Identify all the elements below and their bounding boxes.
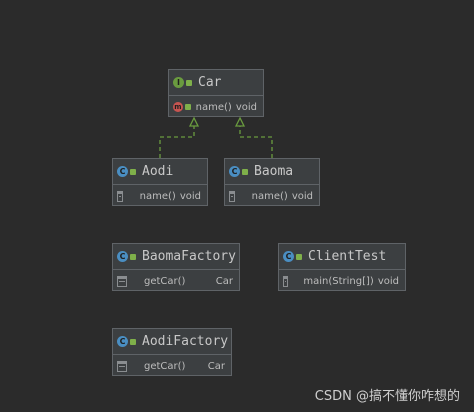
- method-signature: name(): [195, 101, 232, 113]
- method-icon: [117, 275, 127, 287]
- class-aodi-header: C Aodi: [113, 159, 207, 185]
- class-aodi[interactable]: C Aodi name() void: [112, 158, 208, 206]
- class-client-test[interactable]: C ClientTest main(String[]) void: [278, 243, 406, 291]
- class-baoma-factory-header: C BaomaFactory: [113, 244, 239, 270]
- method-row[interactable]: name() void: [225, 185, 319, 207]
- class-aodi-factory[interactable]: C AodiFactory getCar() Car: [112, 328, 232, 376]
- class-icon: C: [283, 251, 294, 262]
- class-aodi-factory-header: C AodiFactory: [113, 329, 231, 355]
- class-icon: C: [117, 166, 128, 177]
- public-visibility-icon: [130, 168, 136, 175]
- arrow-aodi-to-car: [159, 116, 200, 158]
- public-visibility-icon: [130, 253, 136, 260]
- method-return-type: void: [179, 190, 201, 202]
- class-icon: C: [117, 336, 128, 347]
- class-name: Car: [198, 75, 222, 90]
- class-name: AodiFactory: [142, 334, 229, 349]
- method-icon: [229, 190, 235, 202]
- interface-icon: I: [173, 77, 184, 88]
- class-car-header: I Car: [169, 70, 263, 96]
- public-visibility-icon: [186, 79, 192, 86]
- method-icon: [283, 275, 289, 287]
- class-name: ClientTest: [308, 249, 387, 264]
- public-visibility-icon: [184, 104, 191, 110]
- method-row[interactable]: name() void: [113, 185, 207, 207]
- class-client-test-header: C ClientTest: [279, 244, 405, 270]
- method-signature: name(): [139, 190, 176, 202]
- method-row[interactable]: getCar() Car: [113, 270, 239, 292]
- class-baoma[interactable]: C Baoma name() void: [224, 158, 320, 206]
- arrow-baoma-to-car: [234, 116, 273, 158]
- class-baoma-factory[interactable]: C BaomaFactory getCar() Car: [112, 243, 240, 291]
- class-icon: C: [117, 251, 128, 262]
- class-baoma-header: C Baoma: [225, 159, 319, 185]
- class-car[interactable]: I Car m name() void: [168, 69, 264, 117]
- class-name: Aodi: [142, 164, 174, 179]
- public-visibility-icon: [296, 253, 302, 260]
- method-row[interactable]: main(String[]) void: [279, 270, 405, 292]
- method-return-type: void: [291, 190, 313, 202]
- class-name: Baoma: [254, 164, 294, 179]
- method-return-type: Car: [215, 275, 233, 287]
- abstract-method-icon: m: [173, 102, 183, 112]
- method-row[interactable]: m name() void: [169, 96, 263, 118]
- method-icon: [117, 190, 123, 202]
- method-signature: getCar(): [144, 360, 186, 372]
- class-name: BaomaFactory: [142, 249, 236, 264]
- method-return-type: Car: [207, 360, 225, 372]
- public-visibility-icon: [130, 338, 136, 345]
- method-icon: [117, 360, 127, 372]
- public-visibility-icon: [242, 168, 248, 175]
- method-return-type: void: [377, 275, 399, 287]
- watermark: CSDN @搞不懂你咋想的: [314, 389, 460, 404]
- method-row[interactable]: getCar() Car: [113, 355, 231, 377]
- class-icon: C: [229, 166, 240, 177]
- method-signature: getCar(): [144, 275, 186, 287]
- method-signature: main(String[]): [303, 275, 374, 287]
- method-return-type: void: [235, 101, 257, 113]
- method-signature: name(): [251, 190, 288, 202]
